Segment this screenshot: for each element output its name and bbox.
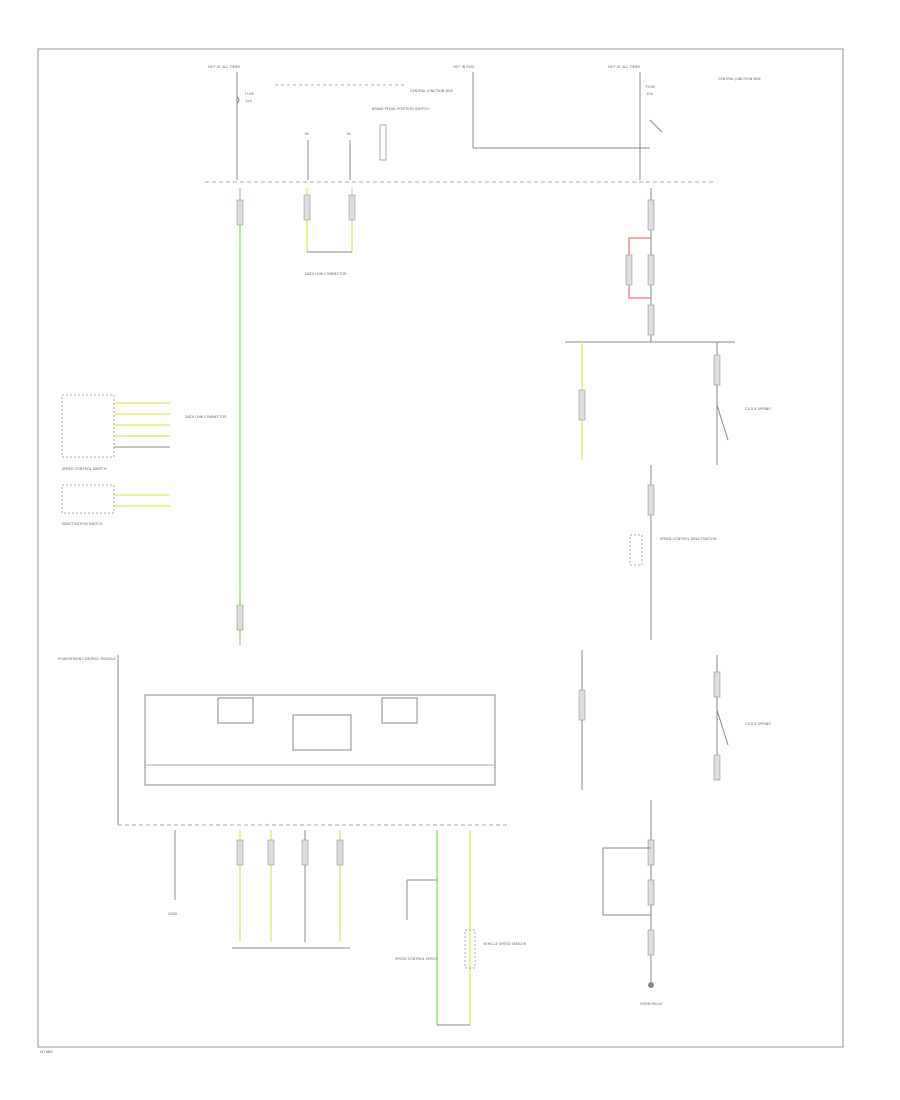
- diagram-frame: [37, 48, 844, 1048]
- speed-switch-block: SPEED CONTROL SWITCH DATA LINK CONNECTOR: [61, 394, 227, 471]
- deactivation-switch-block: DEACTIVATION SWITCH: [61, 484, 170, 526]
- fuse-right-label-a: FUSE: [646, 85, 655, 89]
- pcm-label: POWERTRAIN CONTROL MODULE: [58, 657, 116, 661]
- central-junction-right-label: CENTRAL JUNCTION BOX: [718, 77, 761, 81]
- brake-switch-label: BRAKE PEDAL POSITION SWITCH: [372, 107, 429, 111]
- deactivation-switch-label: DEACTIVATION SWITCH: [62, 522, 103, 526]
- fuse-left-label-b: 15A: [245, 99, 252, 103]
- data-link-label-b: DATA LINK CONNECTOR: [185, 415, 227, 419]
- pcm-block: POWERTRAIN CONTROL MODULE: [58, 655, 510, 826]
- source-label-2: HOT IN RUN: [453, 65, 474, 69]
- speed-control-switch-label: SPEED CONTROL SWITCH: [62, 467, 107, 471]
- servo-label: SPEED CONTROL SERVO: [395, 957, 438, 961]
- svg-text:SPEED CONTROL DEACTIVATION: SPEED CONTROL DEACTIVATION: [660, 537, 717, 541]
- brake-switch-icon: [379, 124, 387, 161]
- svg-text:1B: 1B: [346, 132, 351, 136]
- diagram-code: W78B8: [40, 1050, 53, 1054]
- data-link-label-a: DATA LINK CONNECTOR: [305, 272, 347, 276]
- clock-spring-2-label: CLOCK SPRING: [745, 722, 771, 726]
- ground-label: G200: [168, 912, 177, 916]
- clock-spring-label: CLOCK SPRING: [745, 407, 771, 411]
- source-label-1: HOT AT ALL TIMES: [208, 65, 241, 69]
- horn-label: HORN RELAY: [640, 1002, 663, 1006]
- source-label-3: HOT AT ALL TIMES: [608, 65, 641, 69]
- svg-text:1B: 1B: [304, 132, 309, 136]
- fuse-right-label-b: 10A: [646, 92, 653, 96]
- central-junction-label: CENTRAL JUNCTION BOX: [410, 89, 453, 93]
- vss-label: VEHICLE SPEED SENSOR: [483, 942, 527, 946]
- fuse-left-symbol: [236, 96, 240, 104]
- fuse-left-label-a: FUSE: [245, 92, 254, 96]
